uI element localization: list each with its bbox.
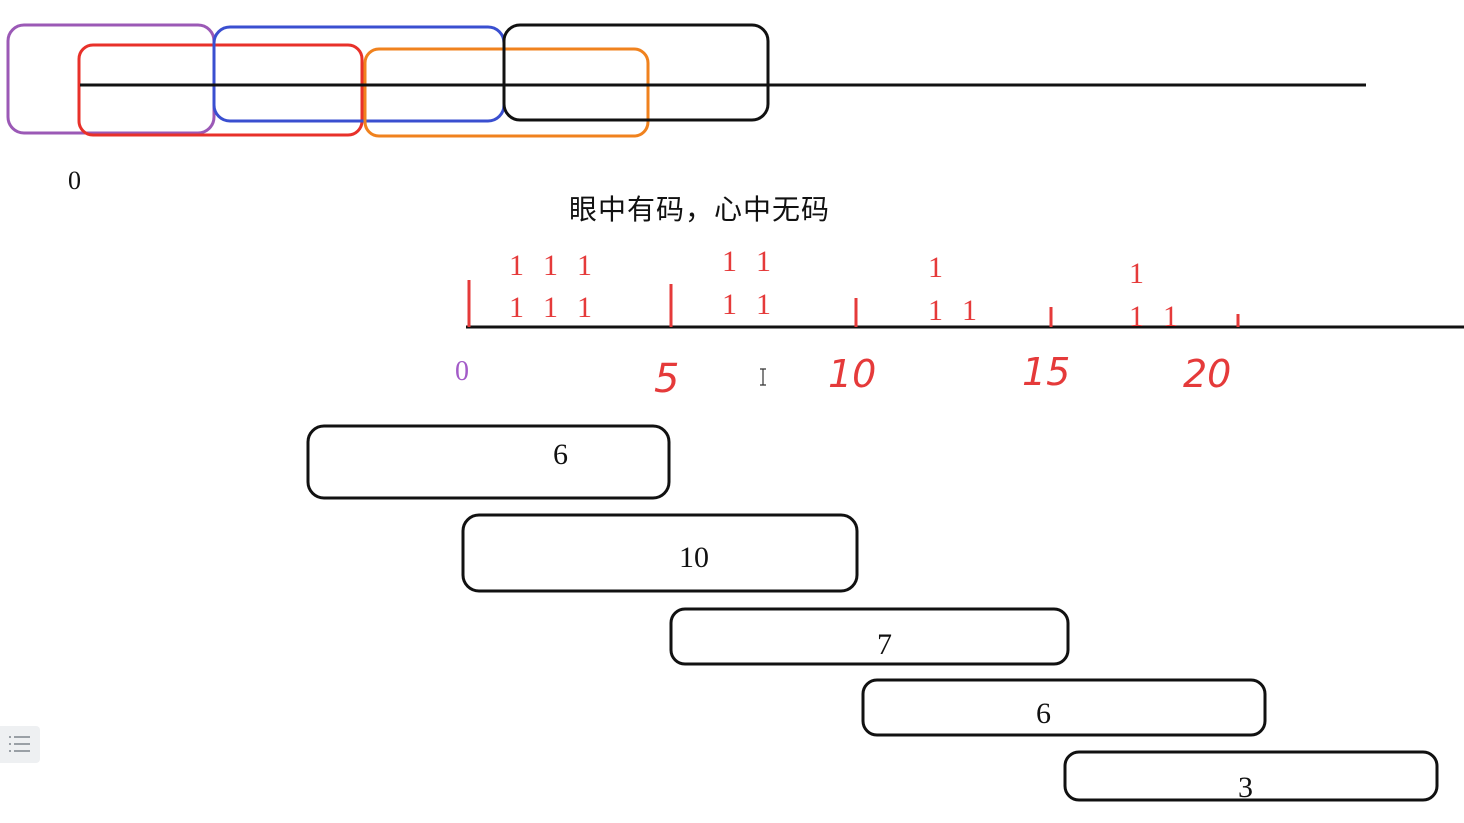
segment-value-4: 6	[1036, 697, 1051, 730]
mark-13: 1	[962, 294, 977, 327]
tick-label-10: 10	[828, 352, 877, 396]
window-red	[77, 43, 364, 137]
segment-value-2: 10	[679, 541, 709, 574]
mark-12: 1	[928, 294, 943, 327]
window-black	[502, 23, 770, 122]
window-orange	[363, 47, 650, 138]
mark-15: 1	[1129, 300, 1144, 333]
segment-value-3: 7	[877, 628, 892, 661]
tick-label-5: 5	[654, 356, 680, 402]
window-purple	[6, 23, 216, 135]
segment-box-3	[669, 607, 1070, 666]
outline-toggle-button[interactable]	[0, 726, 40, 763]
mark-16: 1	[1163, 300, 1178, 333]
mark-6: 1	[577, 291, 592, 324]
top-axis-zero-label: 0	[68, 166, 81, 195]
mark-8: 1	[756, 245, 771, 278]
segment-box-5	[1063, 750, 1439, 802]
segment-value-5: 3	[1238, 771, 1253, 804]
mark-9: 1	[722, 288, 737, 321]
mark-1: 1	[509, 249, 524, 282]
list-icon	[9, 736, 30, 752]
segment-box-1	[306, 424, 671, 500]
mark-4: 1	[509, 291, 524, 324]
mark-2: 1	[543, 249, 558, 282]
mark-7: 1	[722, 245, 737, 278]
tick-label-15: 15	[1022, 350, 1071, 394]
segment-box-2	[461, 513, 859, 593]
mark-5: 1	[543, 291, 558, 324]
tick-label-20: 20	[1183, 352, 1232, 396]
mark-3: 1	[577, 249, 592, 282]
segment-value-1: 6	[553, 438, 568, 471]
number-line-zero-label: 0	[455, 356, 469, 387]
segment-box-4	[861, 678, 1267, 737]
mark-14: 1	[1129, 257, 1144, 290]
window-blue	[212, 25, 506, 123]
mark-11: 1	[928, 251, 943, 284]
caption: 眼中有码，心中无码	[569, 193, 831, 226]
mark-10: 1	[756, 288, 771, 321]
text-cursor-icon	[760, 368, 766, 386]
